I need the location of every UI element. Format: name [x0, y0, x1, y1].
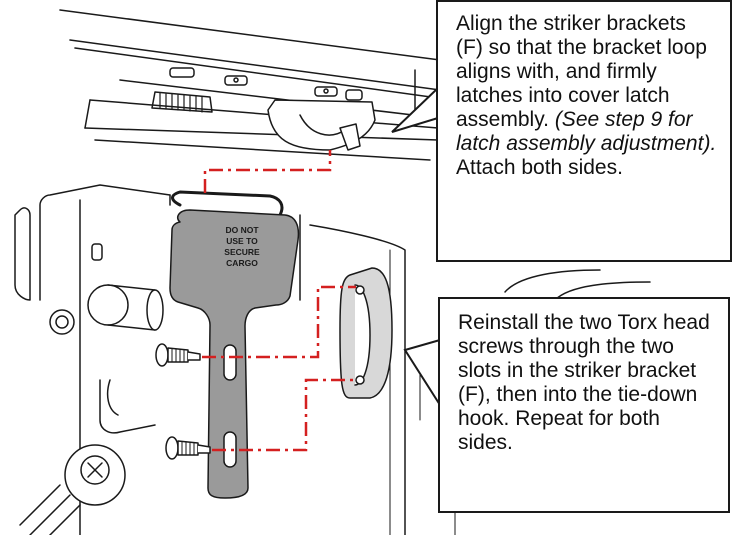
callout-text: Attach both sides. — [456, 156, 623, 179]
callout-text: Align the striker brackets (F) so that t… — [456, 12, 707, 131]
bracket-warning-line: DO NOT — [225, 225, 259, 235]
callout-align-striker: Align the striker brackets (F) so that t… — [436, 0, 732, 262]
bracket-warning-line: CARGO — [226, 258, 258, 268]
lower-fixture — [19, 379, 156, 535]
bracket-warning-line: USE TO — [226, 236, 258, 246]
bracket-warning-line: SECURE — [224, 247, 260, 257]
alignment-leader-line — [212, 378, 356, 452]
callout-pointer — [403, 339, 441, 406]
callout-pointer — [391, 87, 439, 133]
torx-screw — [155, 343, 201, 367]
mounting-pin — [49, 284, 164, 335]
torx-screw — [165, 436, 211, 460]
cover-latch — [267, 99, 376, 151]
alignment-leader-line — [202, 285, 356, 359]
cover-rail — [59, 9, 441, 141]
rail-knob — [151, 91, 213, 113]
rail-slot — [169, 67, 363, 101]
callout-reinstall-screws: Reinstall the two Torx head screws throu… — [438, 297, 730, 513]
striker-bracket — [169, 190, 300, 499]
alignment-leader-line — [203, 150, 332, 193]
panel-slot — [91, 243, 103, 261]
callout-text: Reinstall the two Torx head screws throu… — [458, 311, 710, 454]
tie-down-hook — [339, 267, 393, 399]
callout-note: (See step 9 for latch assembly adjustmen… — [456, 108, 717, 155]
